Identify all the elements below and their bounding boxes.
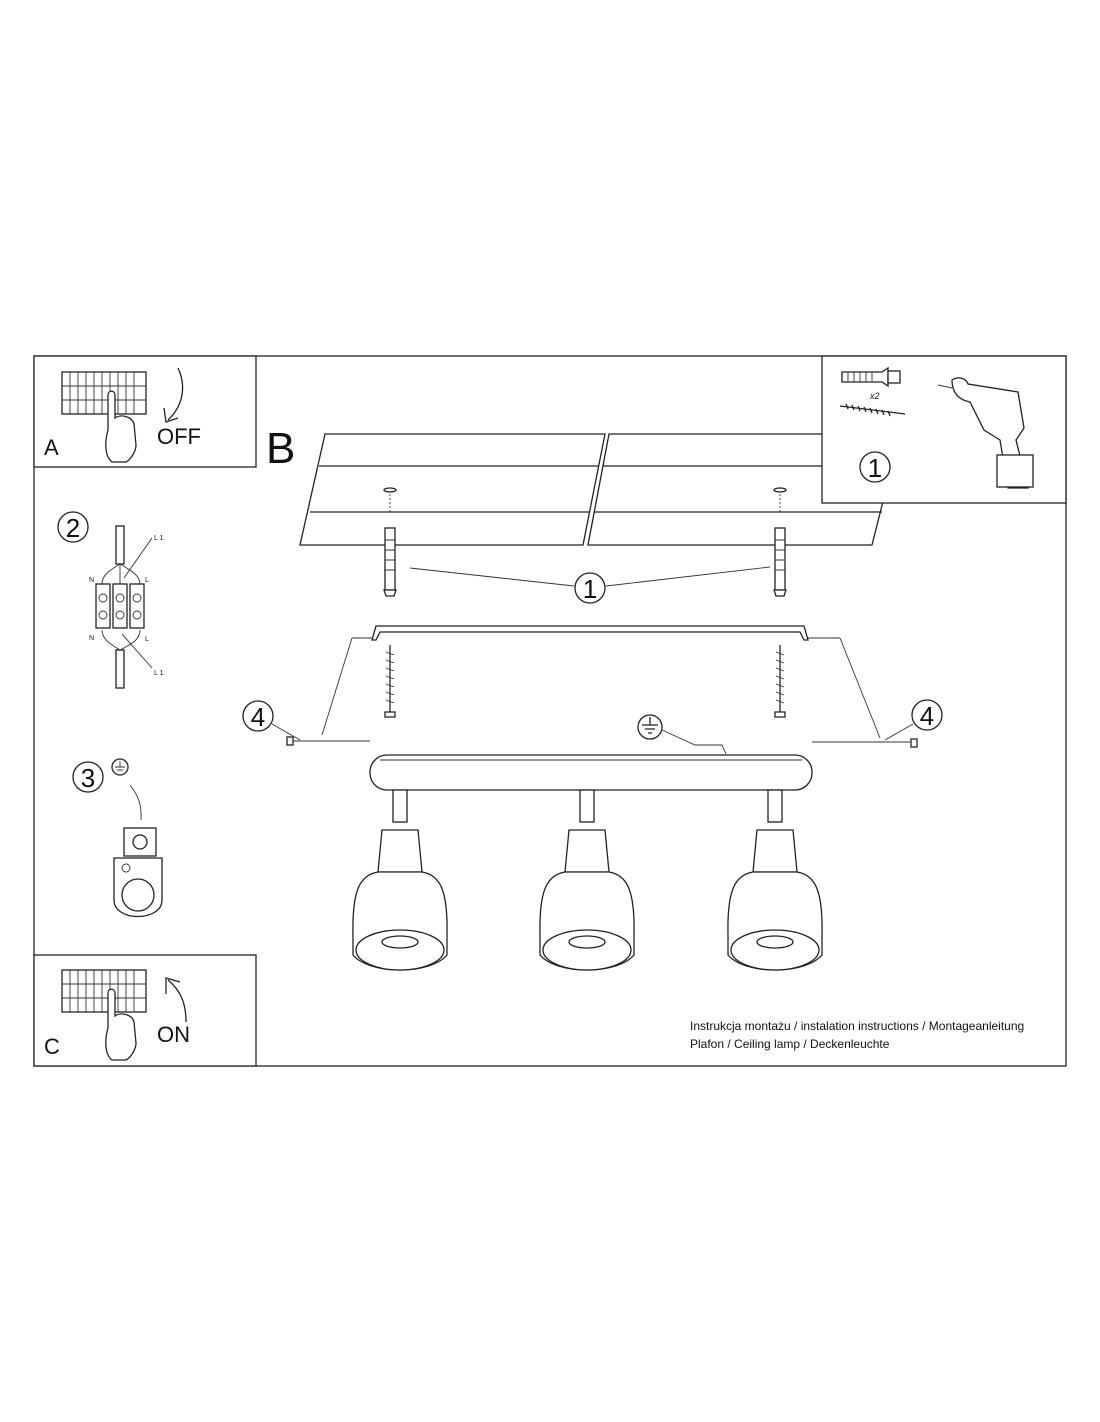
- mount-step-label: 1: [409, 566, 771, 604]
- side-screws: 4 4: [242, 699, 943, 748]
- lamp-canopy: [369, 754, 813, 791]
- panel-b-letter: B: [266, 424, 295, 473]
- svg-text:1: 1: [868, 453, 882, 483]
- outer-frame: [33, 355, 1067, 1067]
- footer-line-1: Instrukcja montażu / instalation instruc…: [690, 1019, 1024, 1033]
- svg-text:4: 4: [251, 702, 265, 732]
- arrow-icon: [163, 367, 184, 423]
- ground-symbol-icon: [111, 758, 129, 776]
- mounting-plane: [321, 637, 881, 739]
- ground-step: 3: [72, 758, 163, 918]
- breaker-panel-icon: [61, 371, 147, 415]
- svg-text:OFF: OFF: [157, 424, 201, 449]
- svg-text:L: L: [145, 577, 149, 584]
- svg-text:1: 1: [583, 574, 597, 604]
- svg-text:L 1: L 1: [154, 535, 164, 542]
- wall-plug-icon: [383, 527, 787, 597]
- wall-plug-icon: [841, 366, 901, 388]
- svg-text:2: 2: [66, 513, 80, 543]
- panel-c: C ON: [33, 954, 257, 1067]
- screw-icon: [384, 645, 786, 718]
- footer-line-2: Plafon / Ceiling lamp / Deckenleuchte: [690, 1037, 890, 1051]
- tools-panel: x2 1: [821, 355, 1067, 504]
- arrow-icon: [165, 977, 187, 1023]
- svg-text:L 1: L 1: [154, 670, 164, 677]
- drill-icon: [937, 377, 1034, 489]
- wiring-step: 2 L 1 N L N L L 1: [57, 511, 164, 689]
- svg-text:x2: x2: [869, 391, 880, 401]
- hand-icon: [105, 988, 137, 1061]
- svg-text:3: 3: [81, 763, 95, 793]
- svg-text:A: A: [44, 435, 59, 460]
- terminal-block-icon: [95, 563, 145, 651]
- lamp-heads: [352, 789, 823, 971]
- ground-symbol-icon: [637, 714, 727, 755]
- svg-text:ON: ON: [157, 1022, 190, 1047]
- hand-icon: [105, 390, 137, 463]
- svg-text:4: 4: [920, 701, 934, 731]
- screw-icon: [839, 403, 906, 417]
- svg-text:N: N: [89, 577, 94, 584]
- svg-text:L: L: [145, 636, 149, 643]
- svg-text:C: C: [44, 1034, 60, 1059]
- breaker-panel-icon: [61, 969, 147, 1013]
- panel-a: A OFF: [33, 355, 257, 468]
- mounting-bracket: [371, 625, 809, 641]
- svg-text:N: N: [89, 635, 94, 642]
